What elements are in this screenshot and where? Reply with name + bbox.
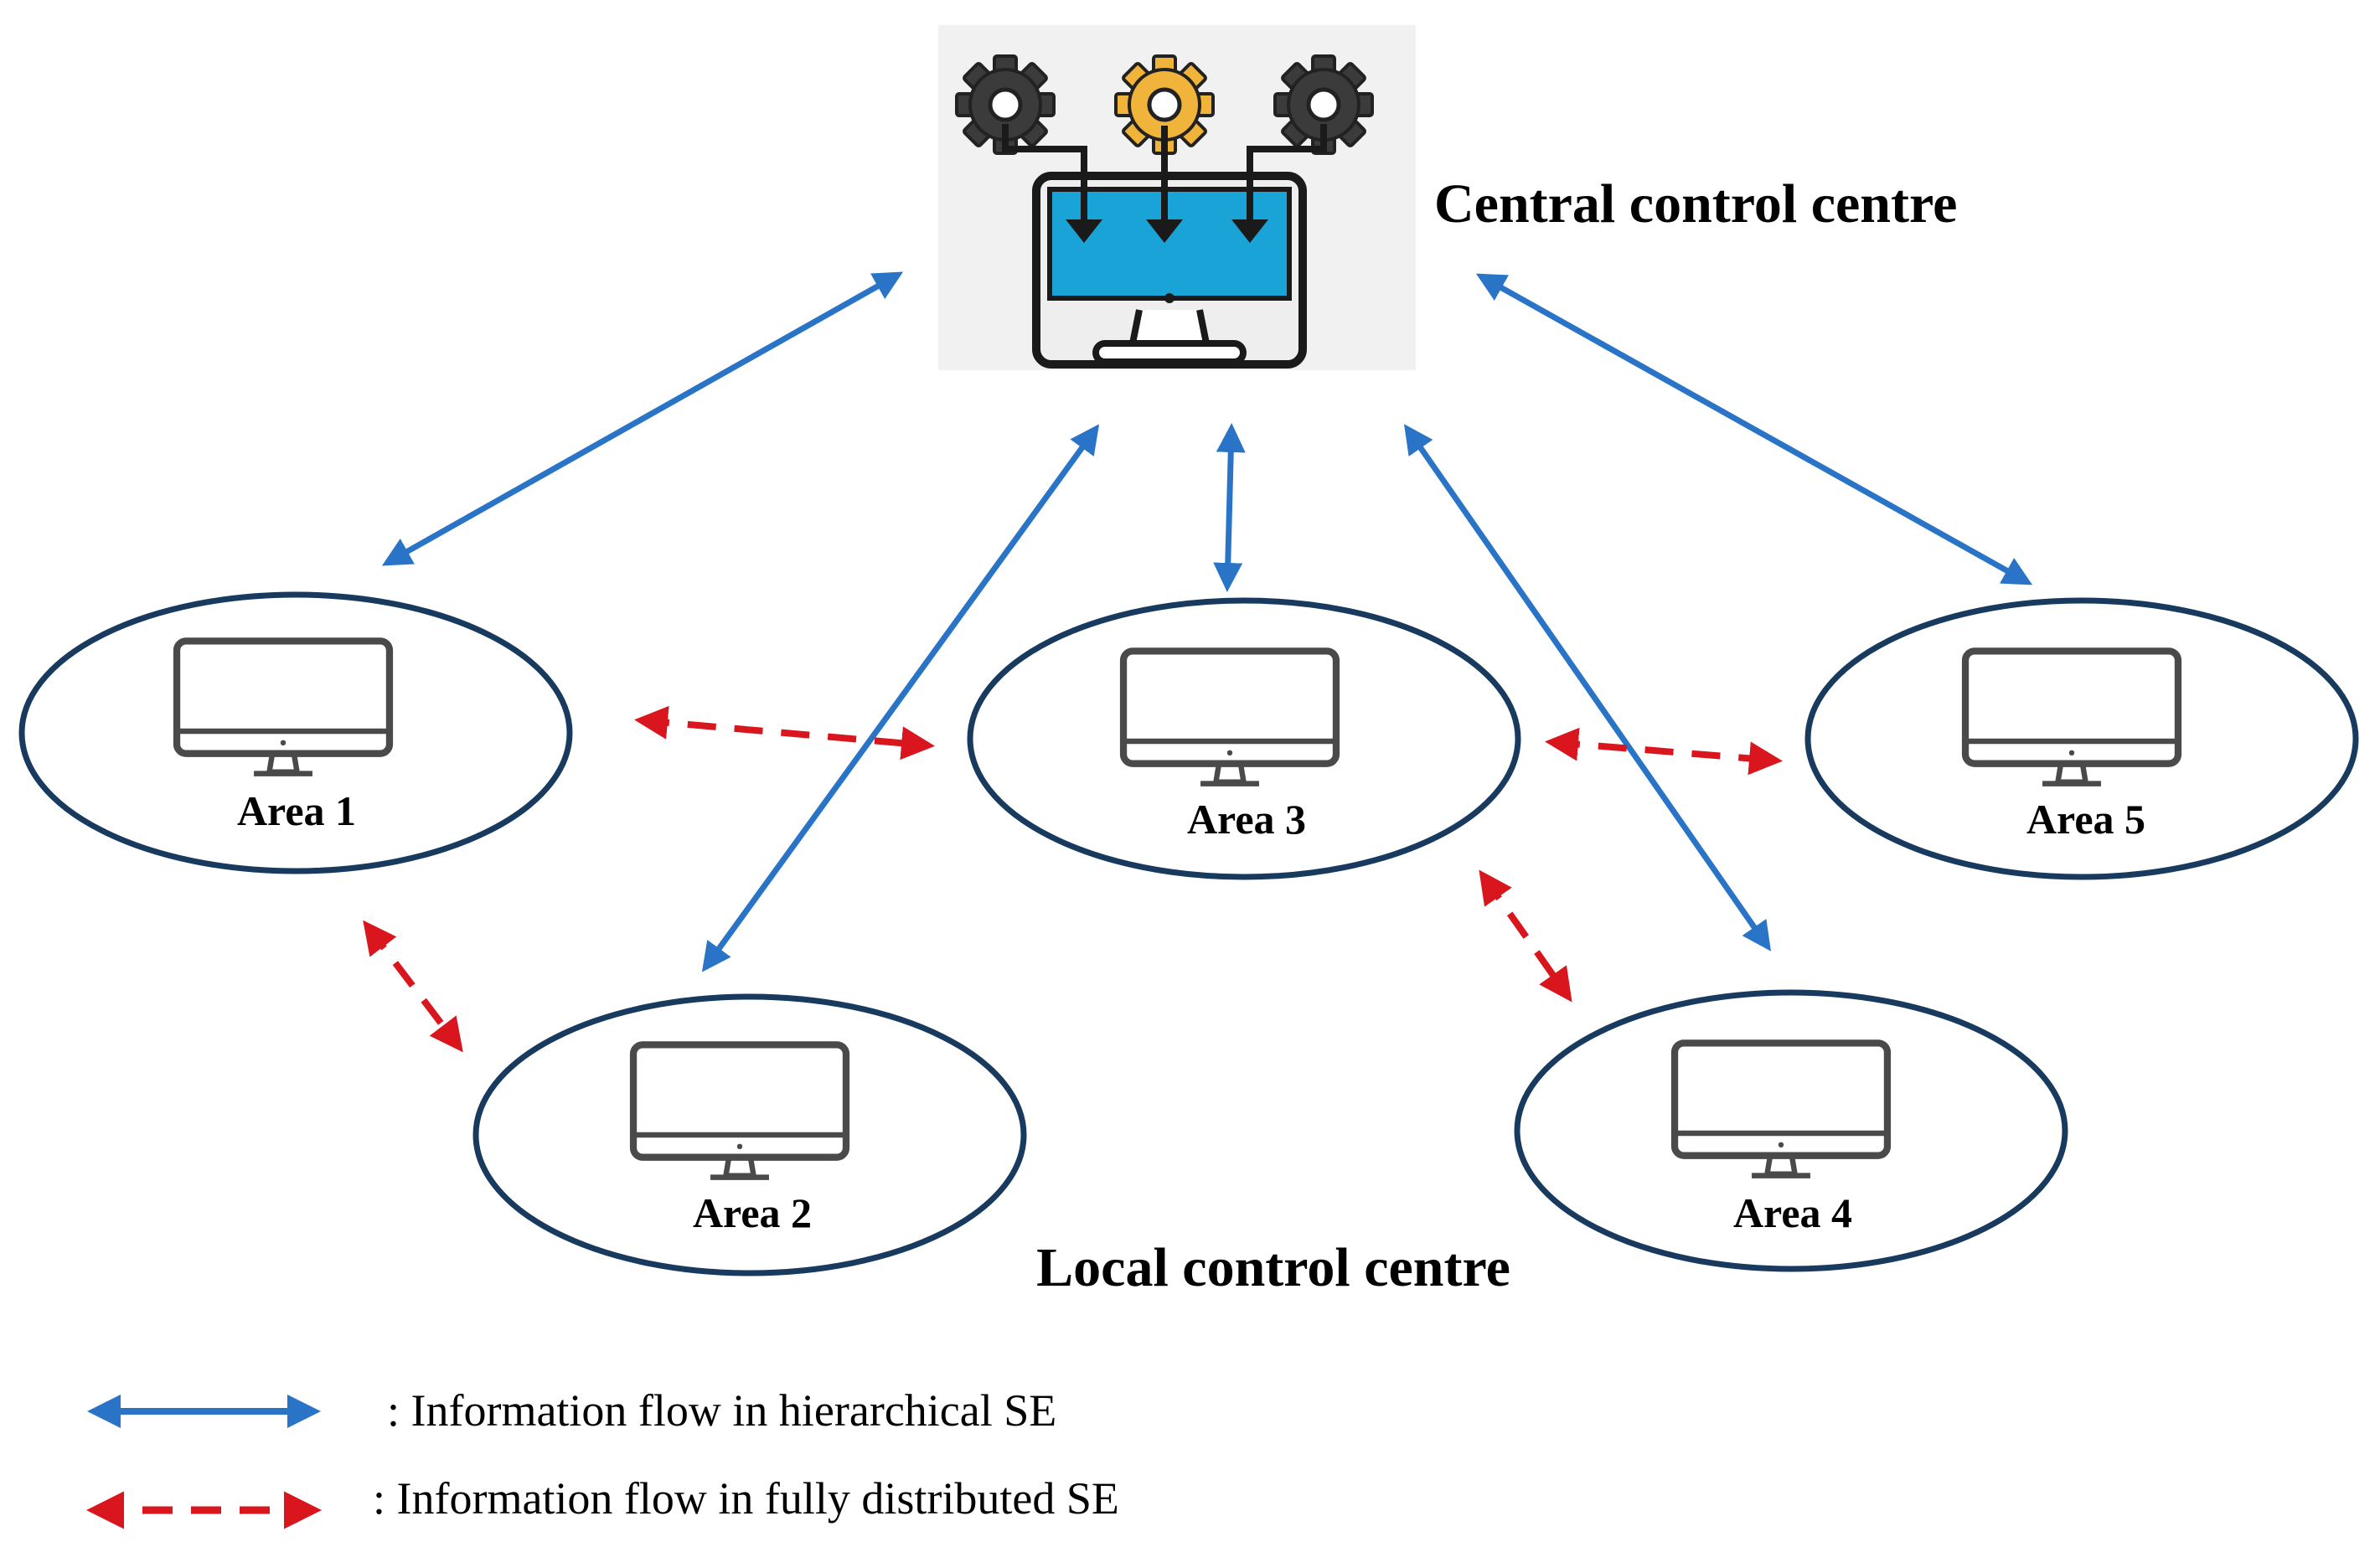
distributed-arrows xyxy=(363,705,1783,1053)
hier-arrow-area-5 xyxy=(1475,273,2033,585)
central-monitor-power-dot xyxy=(1164,293,1175,303)
central-monitor-base xyxy=(1092,340,1247,365)
desktop-monitor-icon xyxy=(1965,651,2178,783)
area-node-5: Area 5 xyxy=(1804,597,2359,880)
legend-distributed-label: : Information flow in fully distributed … xyxy=(373,1473,1119,1524)
area-node-2: Area 2 xyxy=(472,993,1027,1276)
area-label: Area 4 xyxy=(1733,1189,1852,1236)
hier-arrow-area-1 xyxy=(381,271,904,566)
area-node-3: Area 3 xyxy=(967,597,1521,880)
area-label: Area 5 xyxy=(2026,796,2145,843)
gear-connectors xyxy=(1002,124,1327,224)
legend-hierarchical-label: : Information flow in hierarchical SE xyxy=(387,1385,1056,1436)
desktop-monitor-icon xyxy=(177,641,390,773)
area-label: Area 1 xyxy=(237,787,356,834)
area-label: Area 3 xyxy=(1187,796,1306,843)
desktop-monitor-icon xyxy=(633,1044,846,1177)
hierarchical-arrows xyxy=(381,271,2033,972)
central-control-centre-label: Central control centre xyxy=(1434,173,1957,235)
local-control-centre-label: Local control centre xyxy=(1036,1237,1510,1298)
desktop-monitor-icon xyxy=(1675,1043,1887,1175)
down-arrow-icons xyxy=(1066,219,1268,243)
area-node-4: Area 4 xyxy=(1514,989,2068,1272)
hier-arrow-area-4 xyxy=(1404,424,1771,951)
central-control-centre-icon xyxy=(938,25,1416,370)
dist-arrow-area1-area2 xyxy=(363,920,463,1053)
hier-arrow-area-3 xyxy=(1213,423,1246,592)
legend: : Information flow in hierarchical SE : … xyxy=(86,1385,1119,1529)
area-node-1: Area 1 xyxy=(18,591,573,874)
hier-arrow-area-2 xyxy=(701,424,1100,972)
dist-arrow-area3-area4 xyxy=(1479,869,1572,1003)
dist-arrow-area1-area3 xyxy=(634,705,935,761)
desktop-monitor-icon xyxy=(1123,651,1336,783)
dist-arrow-area3-area5 xyxy=(1545,727,1783,776)
area-label: Area 2 xyxy=(693,1189,812,1236)
central-monitor-stand xyxy=(1128,309,1211,347)
